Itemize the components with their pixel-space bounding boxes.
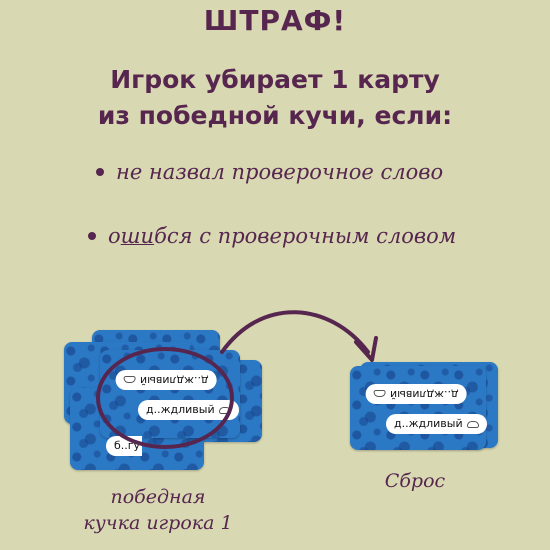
rule-text: Игрок убирает 1 карту из победной кучи, …: [0, 62, 550, 134]
discard-card-front: [350, 366, 486, 450]
penalty-title: ШТРАФ!: [203, 4, 347, 37]
condition-text-1: не назвал проверочное слово: [116, 160, 444, 184]
discard-caption: Сброс: [384, 470, 446, 492]
bullet-dot-icon: [88, 231, 96, 240]
condition-item-1: не назвал проверочное слово: [96, 160, 443, 184]
bullet-dot-icon: [96, 167, 104, 176]
win-pile-caption: победная кучка игрока 1: [70, 484, 246, 536]
win-pile-caption-line-1: победная: [110, 486, 206, 508]
word-text: д..ждливый: [394, 417, 463, 430]
discard-word-pill-flipped: д..ждливый: [366, 384, 467, 404]
win-pile-caption-line-2: кучка игрока 1: [83, 512, 233, 534]
rule-line-1: Игрок убирает 1 карту: [110, 65, 440, 94]
condition-underlined-2: ши: [120, 224, 155, 248]
rule-line-2: из победной кучи, если:: [97, 101, 453, 130]
cloud-icon: [374, 390, 386, 398]
cloud-icon: [466, 420, 479, 428]
discard-word-pill: д..ждливый: [386, 414, 487, 434]
condition-suffix-2: бся с проверочным словом: [154, 224, 457, 248]
condition-item-2: ошибся с проверочным словом: [88, 224, 456, 248]
word-text: д..ждливый: [390, 388, 459, 401]
condition-prefix-2: о: [108, 224, 121, 248]
selection-circle: [96, 347, 234, 449]
